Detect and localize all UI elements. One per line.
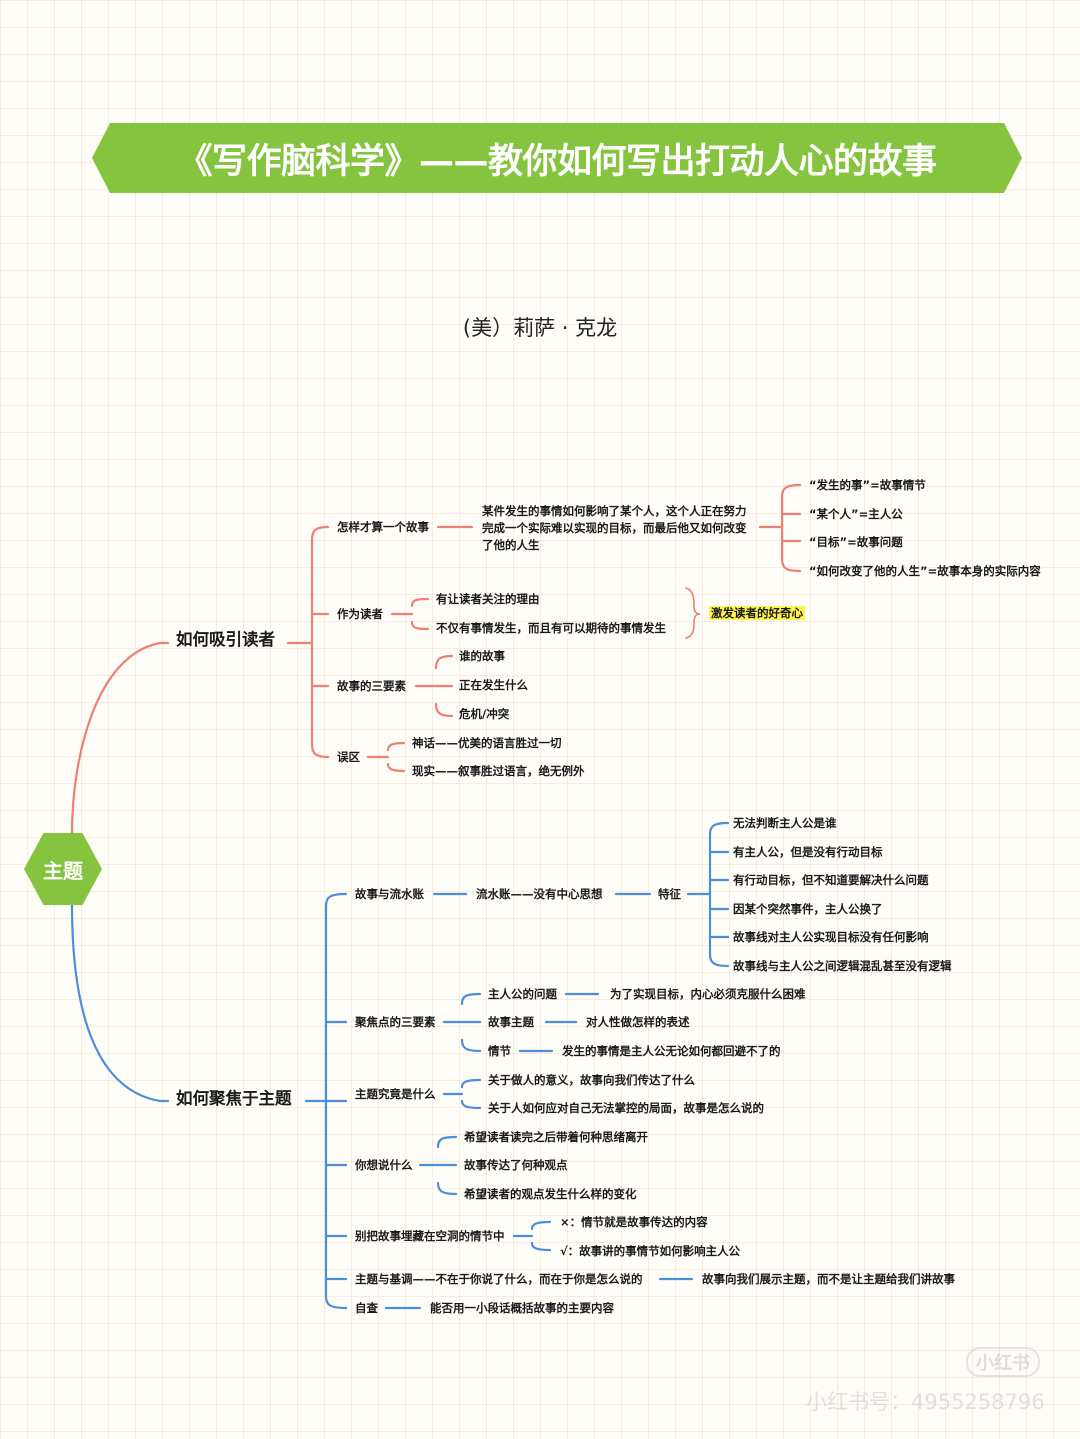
leaf-theme-item: 关于做人的意义，故事向我们传达了什么 <box>488 1073 695 1087</box>
leaf-element-item: 危机/冲突 <box>459 707 510 721</box>
node-log: 故事与流水账 <box>355 887 424 901</box>
leaf-log-item: 故事线与主人公之间逻辑混乱甚至没有逻辑 <box>733 959 952 973</box>
leaf-log-item: 有主人公，但是没有行动目标 <box>733 845 883 859</box>
leaf-log-item: 有行动目标，但不知道要解决什么问题 <box>733 873 929 887</box>
connector-root-focus <box>70 903 170 1103</box>
reader-summary-highlight: 激发读者的好奇心 <box>709 606 805 620</box>
leaf-log-item: 故事线对主人公实现目标没有任何影响 <box>733 930 929 944</box>
watermark-id: 小红书号：4955258796 <box>806 1390 1045 1414</box>
branch-attract: 如何吸引读者 <box>176 630 275 649</box>
node-story-def: 怎样才算一个故事 <box>337 520 429 534</box>
leaf-focus3-value: 为了实现目标，内心必须克服什么困难 <box>610 987 806 1001</box>
leaf-focus3-key: 主人公的问题 <box>488 987 557 1001</box>
leaf-element-item: 正在发生什么 <box>459 678 528 692</box>
branch-focus: 如何聚焦于主题 <box>176 1089 292 1108</box>
connector-focus-bracket <box>304 892 348 1310</box>
leaf-myth-item: 现实——叙事胜过语言，绝无例外 <box>412 764 585 778</box>
connector-root-attract <box>70 641 170 835</box>
page-title: 《写作脑科学》——教你如何写出打动人心的故事 <box>177 141 937 182</box>
leaf-focus3-key: 故事主题 <box>488 1015 534 1029</box>
leaf-log-item: 因某个突然事件，主人公换了 <box>733 902 883 916</box>
connector-log-items <box>698 821 730 968</box>
node-check: 自查 <box>355 1301 378 1315</box>
watermark-logo: 小红书 <box>966 1347 1040 1377</box>
reader-brace <box>685 587 701 639</box>
leaf-focus3-value: 发生的事情是主人公无论如何都回避不了的 <box>562 1044 781 1058</box>
leaf-story-item: “如何改变了他的人生”=故事本身的实际内容 <box>809 564 1041 578</box>
leaf-focus3-key: 情节 <box>488 1044 511 1058</box>
leaf-story-item: “目标”=故事问题 <box>809 535 903 549</box>
leaf-say-item: 希望读者的观点发生什么样的变化 <box>464 1187 637 1201</box>
leaf-element-item: 谁的故事 <box>459 649 505 663</box>
connector-attract-bracket <box>286 525 330 759</box>
leaf-focus3-value: 对人性做怎样的表述 <box>586 1015 690 1029</box>
node-bury: 别把故事埋藏在空洞的情节中 <box>355 1229 505 1243</box>
leaf-reader-item: 有让读者关注的理由 <box>436 592 540 606</box>
node-myth: 误区 <box>337 750 360 764</box>
leaf-check-value: 能否用一小段话概括故事的主要内容 <box>430 1301 614 1315</box>
title-banner: 《写作脑科学》——教你如何写出打动人心的故事 <box>92 123 1022 193</box>
leaf-say-item: 希望读者读完之后带着何种思绪离开 <box>464 1130 648 1144</box>
leaf-bury-item: ×：情节就是故事传达的内容 <box>560 1215 708 1229</box>
node-elements: 故事的三要素 <box>337 679 406 693</box>
root-label: 主题 <box>43 858 83 883</box>
node-reader: 作为读者 <box>337 607 383 621</box>
node-log-mid: 流水账——没有中心思想 <box>476 887 603 901</box>
leaf-myth-item: 神话——优美的语言胜过一切 <box>412 736 562 750</box>
leaf-tone-value: 故事向我们展示主题，而不是让主题给我们讲故事 <box>702 1272 955 1286</box>
node-tone: 主题与基调——不在于你说了什么，而在于你是怎么说的 <box>355 1272 643 1286</box>
leaf-log-item: 无法判断主人公是谁 <box>733 816 837 830</box>
leaf-say-item: 故事传达了何种观点 <box>464 1158 568 1172</box>
leaf-story-item: “发生的事”=故事情节 <box>809 478 926 492</box>
node-focus3: 聚焦点的三要素 <box>355 1015 436 1029</box>
leaf-bury-item: √：故事讲的事情节如何影响主人公 <box>560 1244 741 1258</box>
node-log-feature: 特征 <box>658 887 681 901</box>
node-theme: 主题究竟是什么 <box>355 1087 436 1101</box>
node-story-definition: 某件发生的事情如何影响了某个人，这个人正在努力完成一个实际难以实现的目标，而最后… <box>482 504 747 552</box>
leaf-story-item: “某个人”=主人公 <box>809 507 903 521</box>
connector-story-items <box>758 483 802 573</box>
root-node: 主题 <box>24 833 102 905</box>
leaf-theme-item: 关于人如何应对自己无法掌控的局面，故事是怎么说的 <box>488 1101 764 1115</box>
node-say: 你想说什么 <box>355 1158 413 1172</box>
leaf-reader-item: 不仅有事情发生，而且有可以期待的事情发生 <box>436 621 666 635</box>
author-line: (美）莉萨 · 克龙 <box>462 316 618 340</box>
